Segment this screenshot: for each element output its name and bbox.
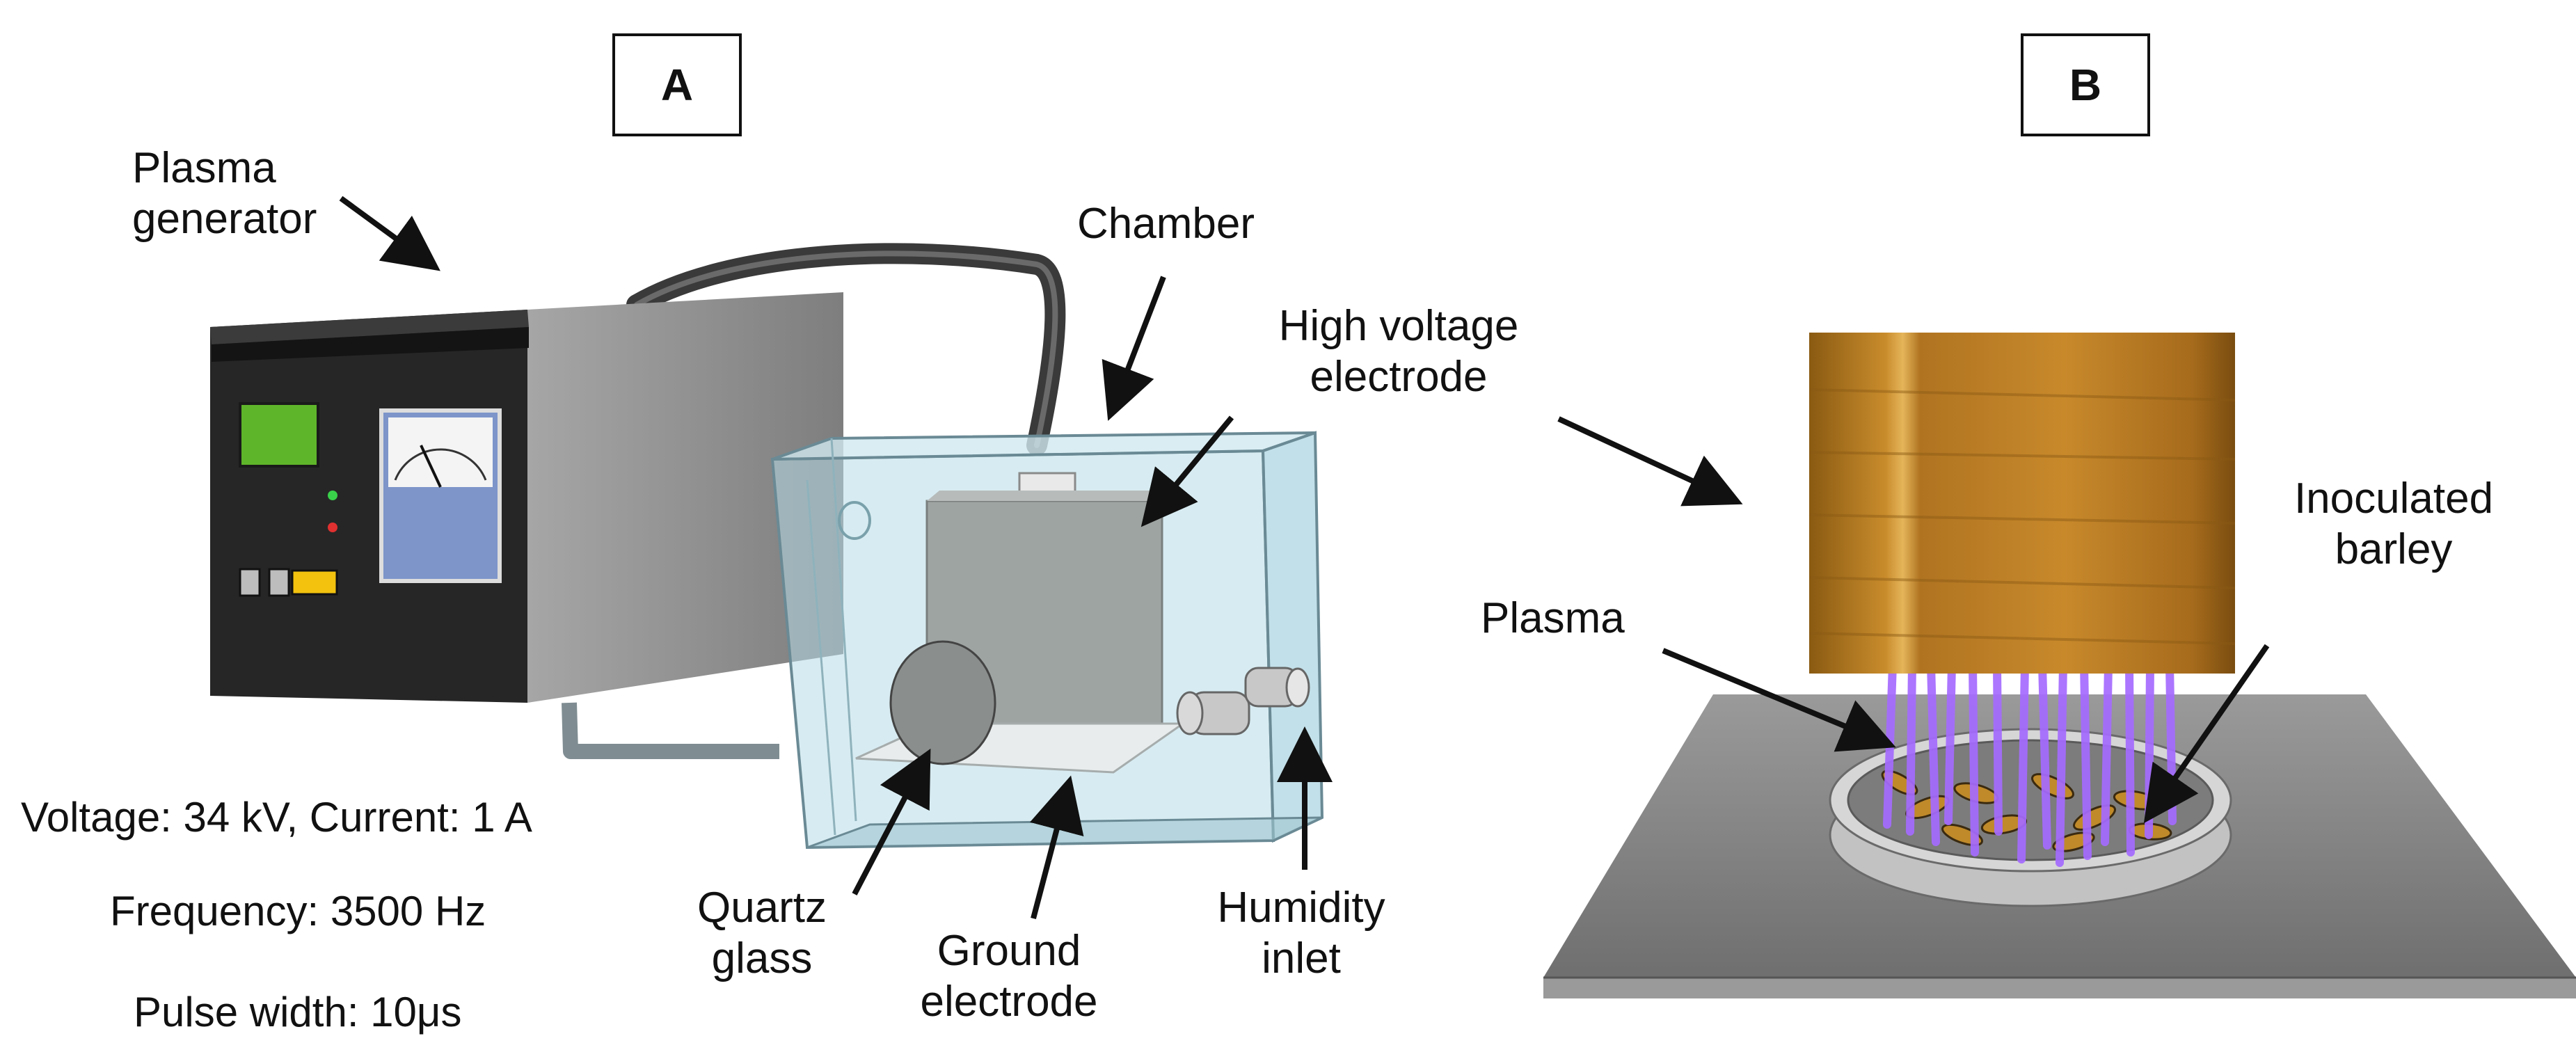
lcd-display — [239, 402, 319, 468]
cable — [626, 243, 1066, 456]
label-plasma-generator: Plasma generator — [132, 144, 317, 244]
panel-a-label: A — [612, 33, 742, 136]
label-high-voltage-electrode-a: High voltage electrode — [1278, 302, 1519, 401]
label-inoculated-barley: Inoculated barley — [2293, 475, 2494, 574]
arrows-panel-b — [1557, 416, 2270, 824]
plasma-filaments — [1883, 660, 2177, 867]
indicator-leds — [328, 491, 337, 532]
spec-voltage-current: Voltage: 34 kV, Current: 1 A — [21, 794, 532, 841]
label-chamber: Chamber — [1077, 200, 1255, 248]
spec-pulse-width: Pulse width: 10μs — [134, 989, 462, 1035]
panel-b-label: B — [2021, 33, 2150, 136]
label-humidity-inlet: Humidity inlet — [1217, 884, 1385, 983]
label-ground-electrode: Ground electrode — [920, 927, 1098, 1026]
plasma-generator — [210, 292, 843, 703]
quartz-glass-window — [889, 640, 996, 765]
arrows-panel-a — [339, 196, 1333, 920]
label-quartz-glass: Quartz glass — [697, 884, 827, 983]
lower-tube — [562, 702, 779, 759]
label-plasma: Plasma — [1481, 594, 1625, 642]
spec-frequency: Frequency: 3500 Hz — [110, 888, 486, 934]
analog-meter — [379, 408, 502, 583]
humidity-inlet-fittings — [1176, 667, 1310, 735]
generator-switches — [239, 568, 338, 597]
high-voltage-electrode-b — [1808, 333, 2236, 674]
chamber-side-port — [838, 501, 871, 540]
